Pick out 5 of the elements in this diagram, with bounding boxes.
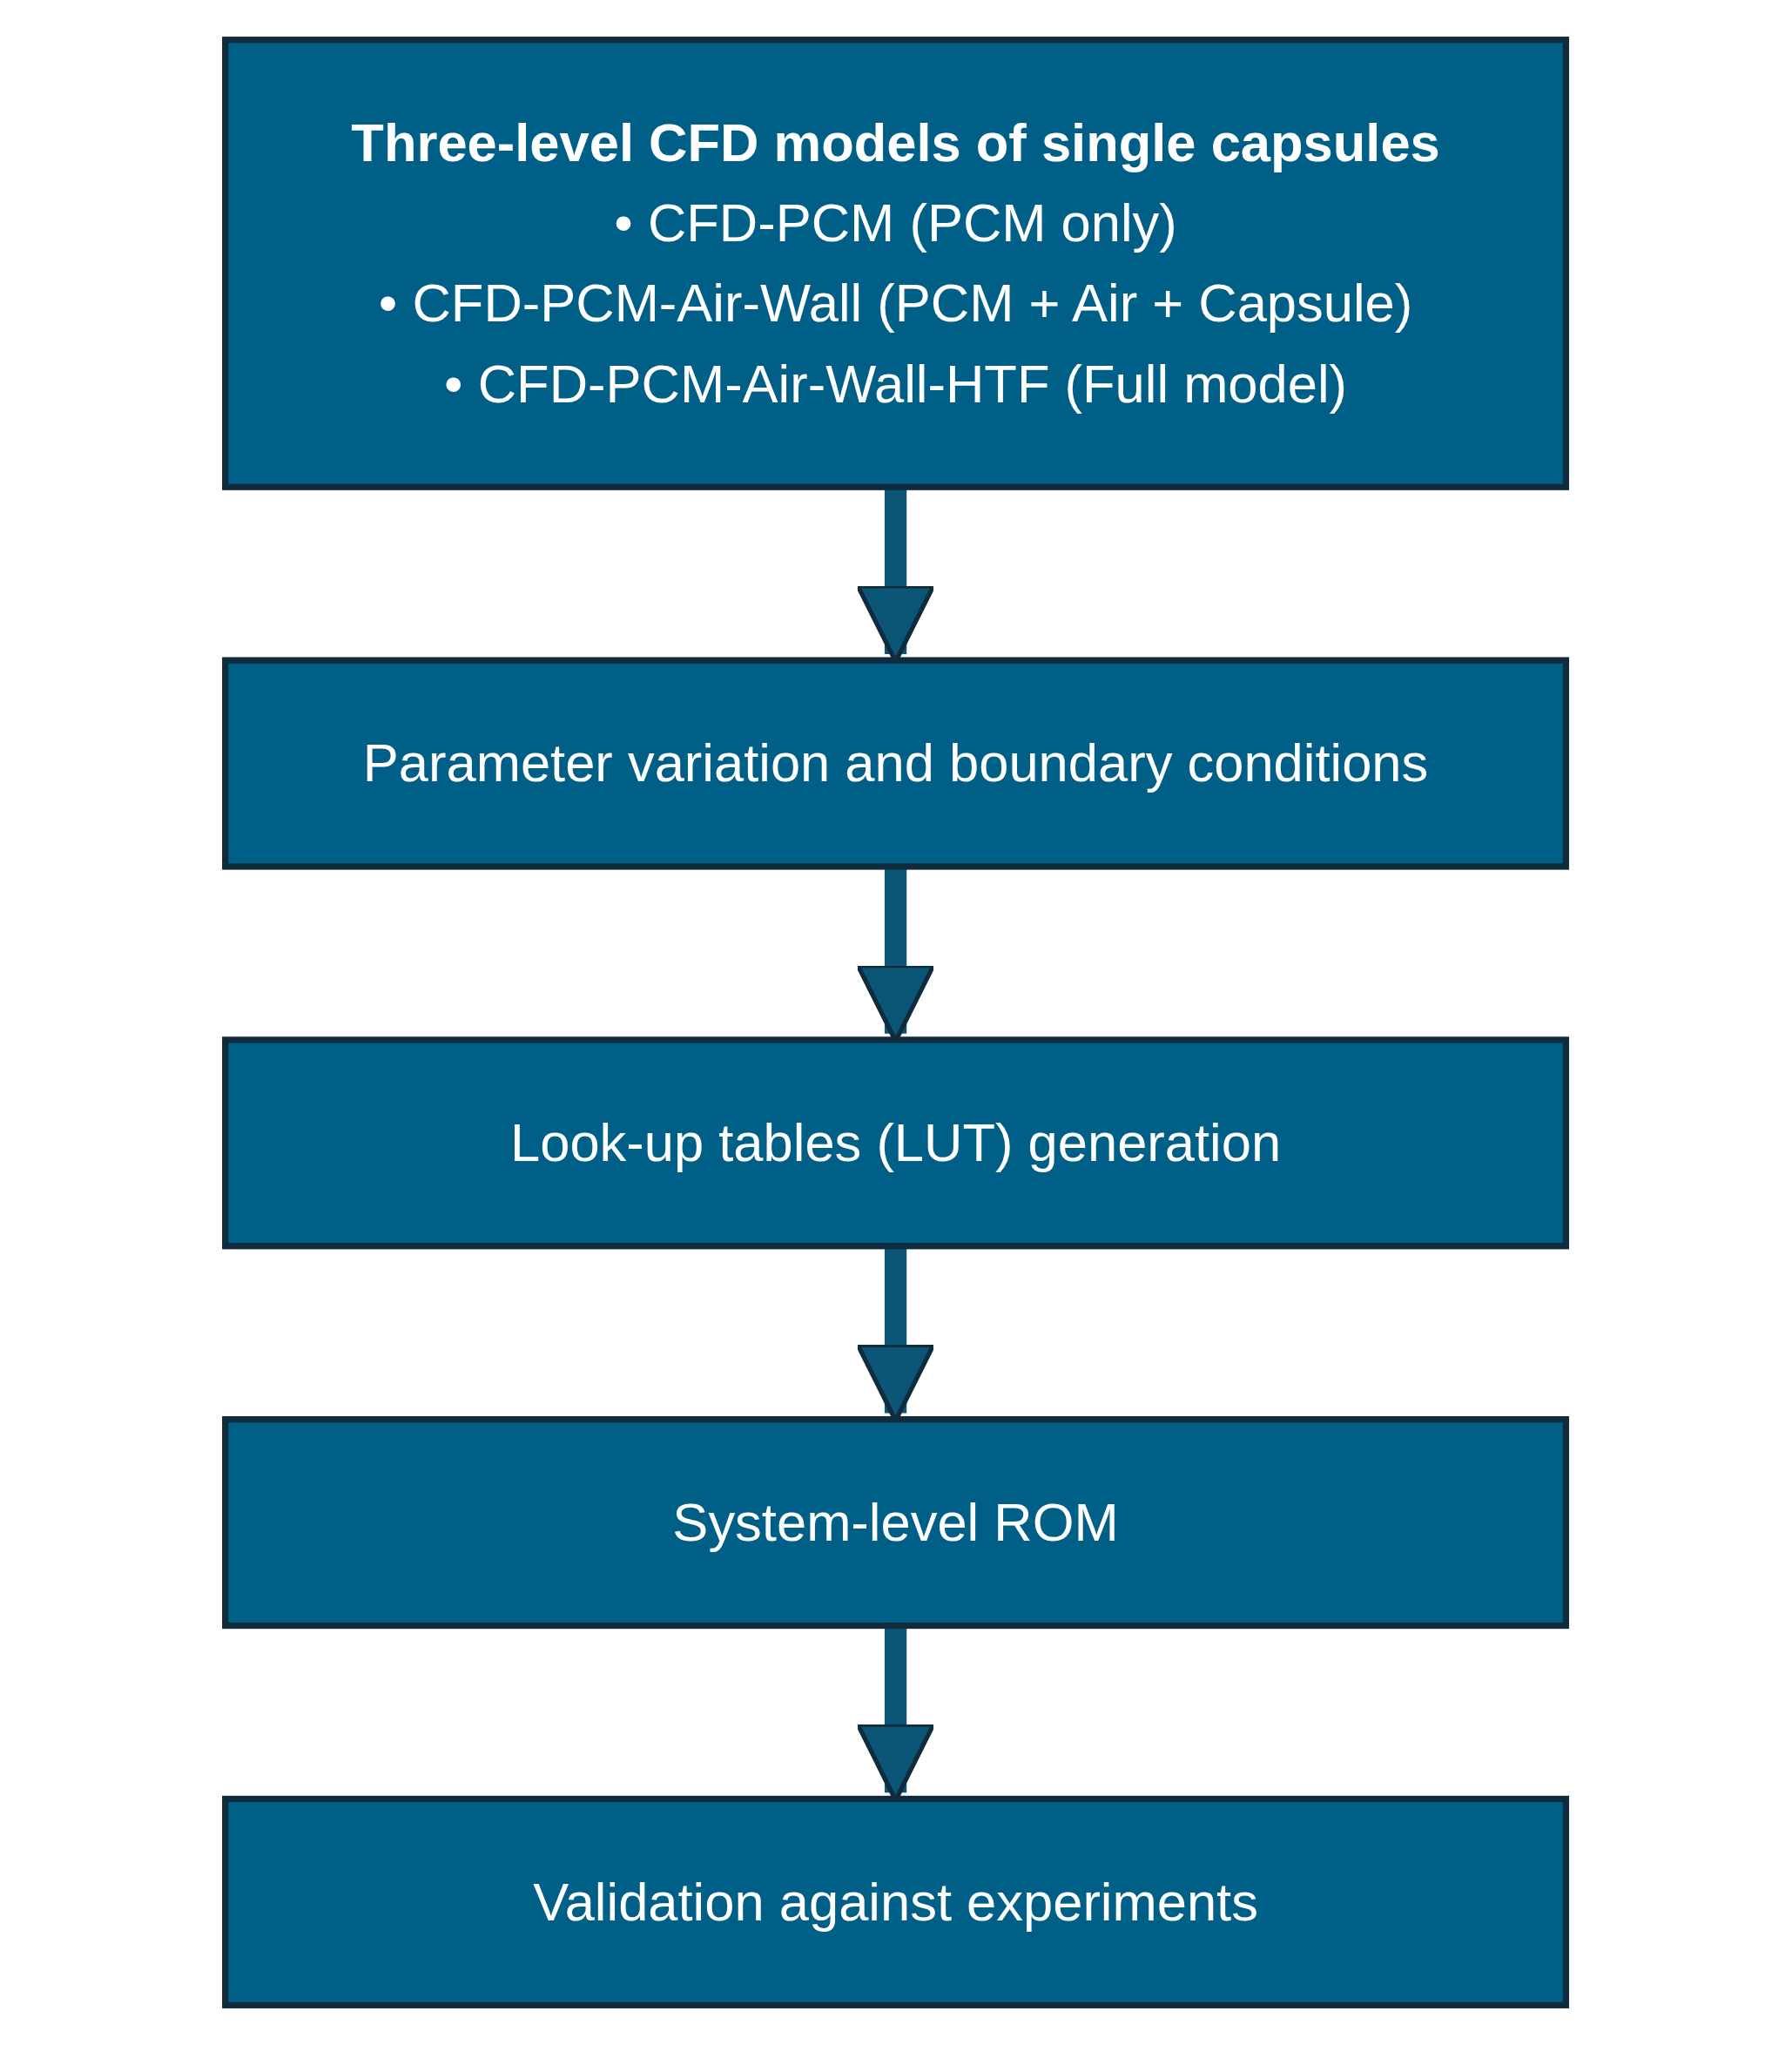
- node-box: Validation against experiments: [222, 1795, 1570, 2008]
- node-box: Look-up tables (LUT) generation: [222, 1036, 1570, 1250]
- node-box: Parameter variation and boundary conditions: [222, 657, 1570, 870]
- node-box: System-level ROM: [222, 1416, 1570, 1630]
- node-box: Three-level CFD models of single capsules • CFD-PCM (PCM only) • CFD-PCM-Air-Wall (PCM + Air + Capsule) • CFD-PCM-Air-Wall-HTF (Full model): [222, 37, 1570, 490]
